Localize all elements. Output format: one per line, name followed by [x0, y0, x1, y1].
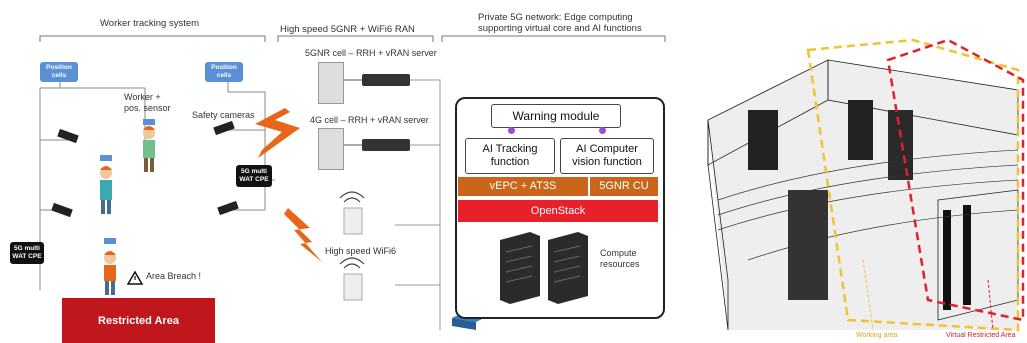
server-5gnr-icon: [362, 74, 410, 86]
factory-illustration: [688, 0, 1027, 343]
safety-cameras-label: Safety cameras: [192, 110, 255, 120]
rrh-4g-icon: [318, 128, 344, 170]
cpe-left: 5G multi WAT CPE: [10, 242, 44, 264]
ai-tracking-box: AI Tracking function: [465, 138, 555, 174]
position-cell-left: Position cells: [40, 62, 78, 82]
server-4g-icon: [362, 139, 410, 151]
warning-module-box: Warning module: [491, 104, 621, 128]
working-area-label: Working area: [856, 332, 898, 339]
cpe-right: 5G multi WAT CPE: [236, 165, 272, 187]
compute-resources-label: Compute resources: [600, 248, 640, 269]
cell-4g-label: 4G cell – RRH + vRAN server: [310, 115, 429, 125]
wifi-label: High speed WiFi6: [325, 246, 397, 256]
section-ran: High speed 5GNR + WiFi6 RAN: [280, 24, 415, 35]
area-breach-label: Area Breach !: [146, 271, 202, 281]
connector-dot: [599, 127, 606, 134]
restricted-area: Restricted Area: [62, 298, 215, 343]
position-cell-right: Position cells: [205, 62, 243, 82]
vepc-bar: vEPC + AT3S: [458, 177, 588, 196]
worker-label: Worker + pos. sensor: [124, 92, 171, 113]
openstack-bar: OpenStack: [458, 200, 658, 222]
section-private-5g: Private 5G network: Edge computing suppo…: [478, 12, 642, 34]
virtual-restricted-area-label: Virtual Restricted Area: [946, 332, 1016, 339]
cu-bar: 5GNR CU: [590, 177, 658, 196]
ai-vision-box: AI Computer vision function: [560, 138, 654, 174]
cell-5gnr-label: 5GNR cell – RRH + vRAN server: [305, 48, 437, 58]
rrh-5gnr-icon: [318, 62, 344, 104]
connector-dot: [508, 127, 515, 134]
section-worker-tracking: Worker tracking system: [100, 18, 200, 29]
